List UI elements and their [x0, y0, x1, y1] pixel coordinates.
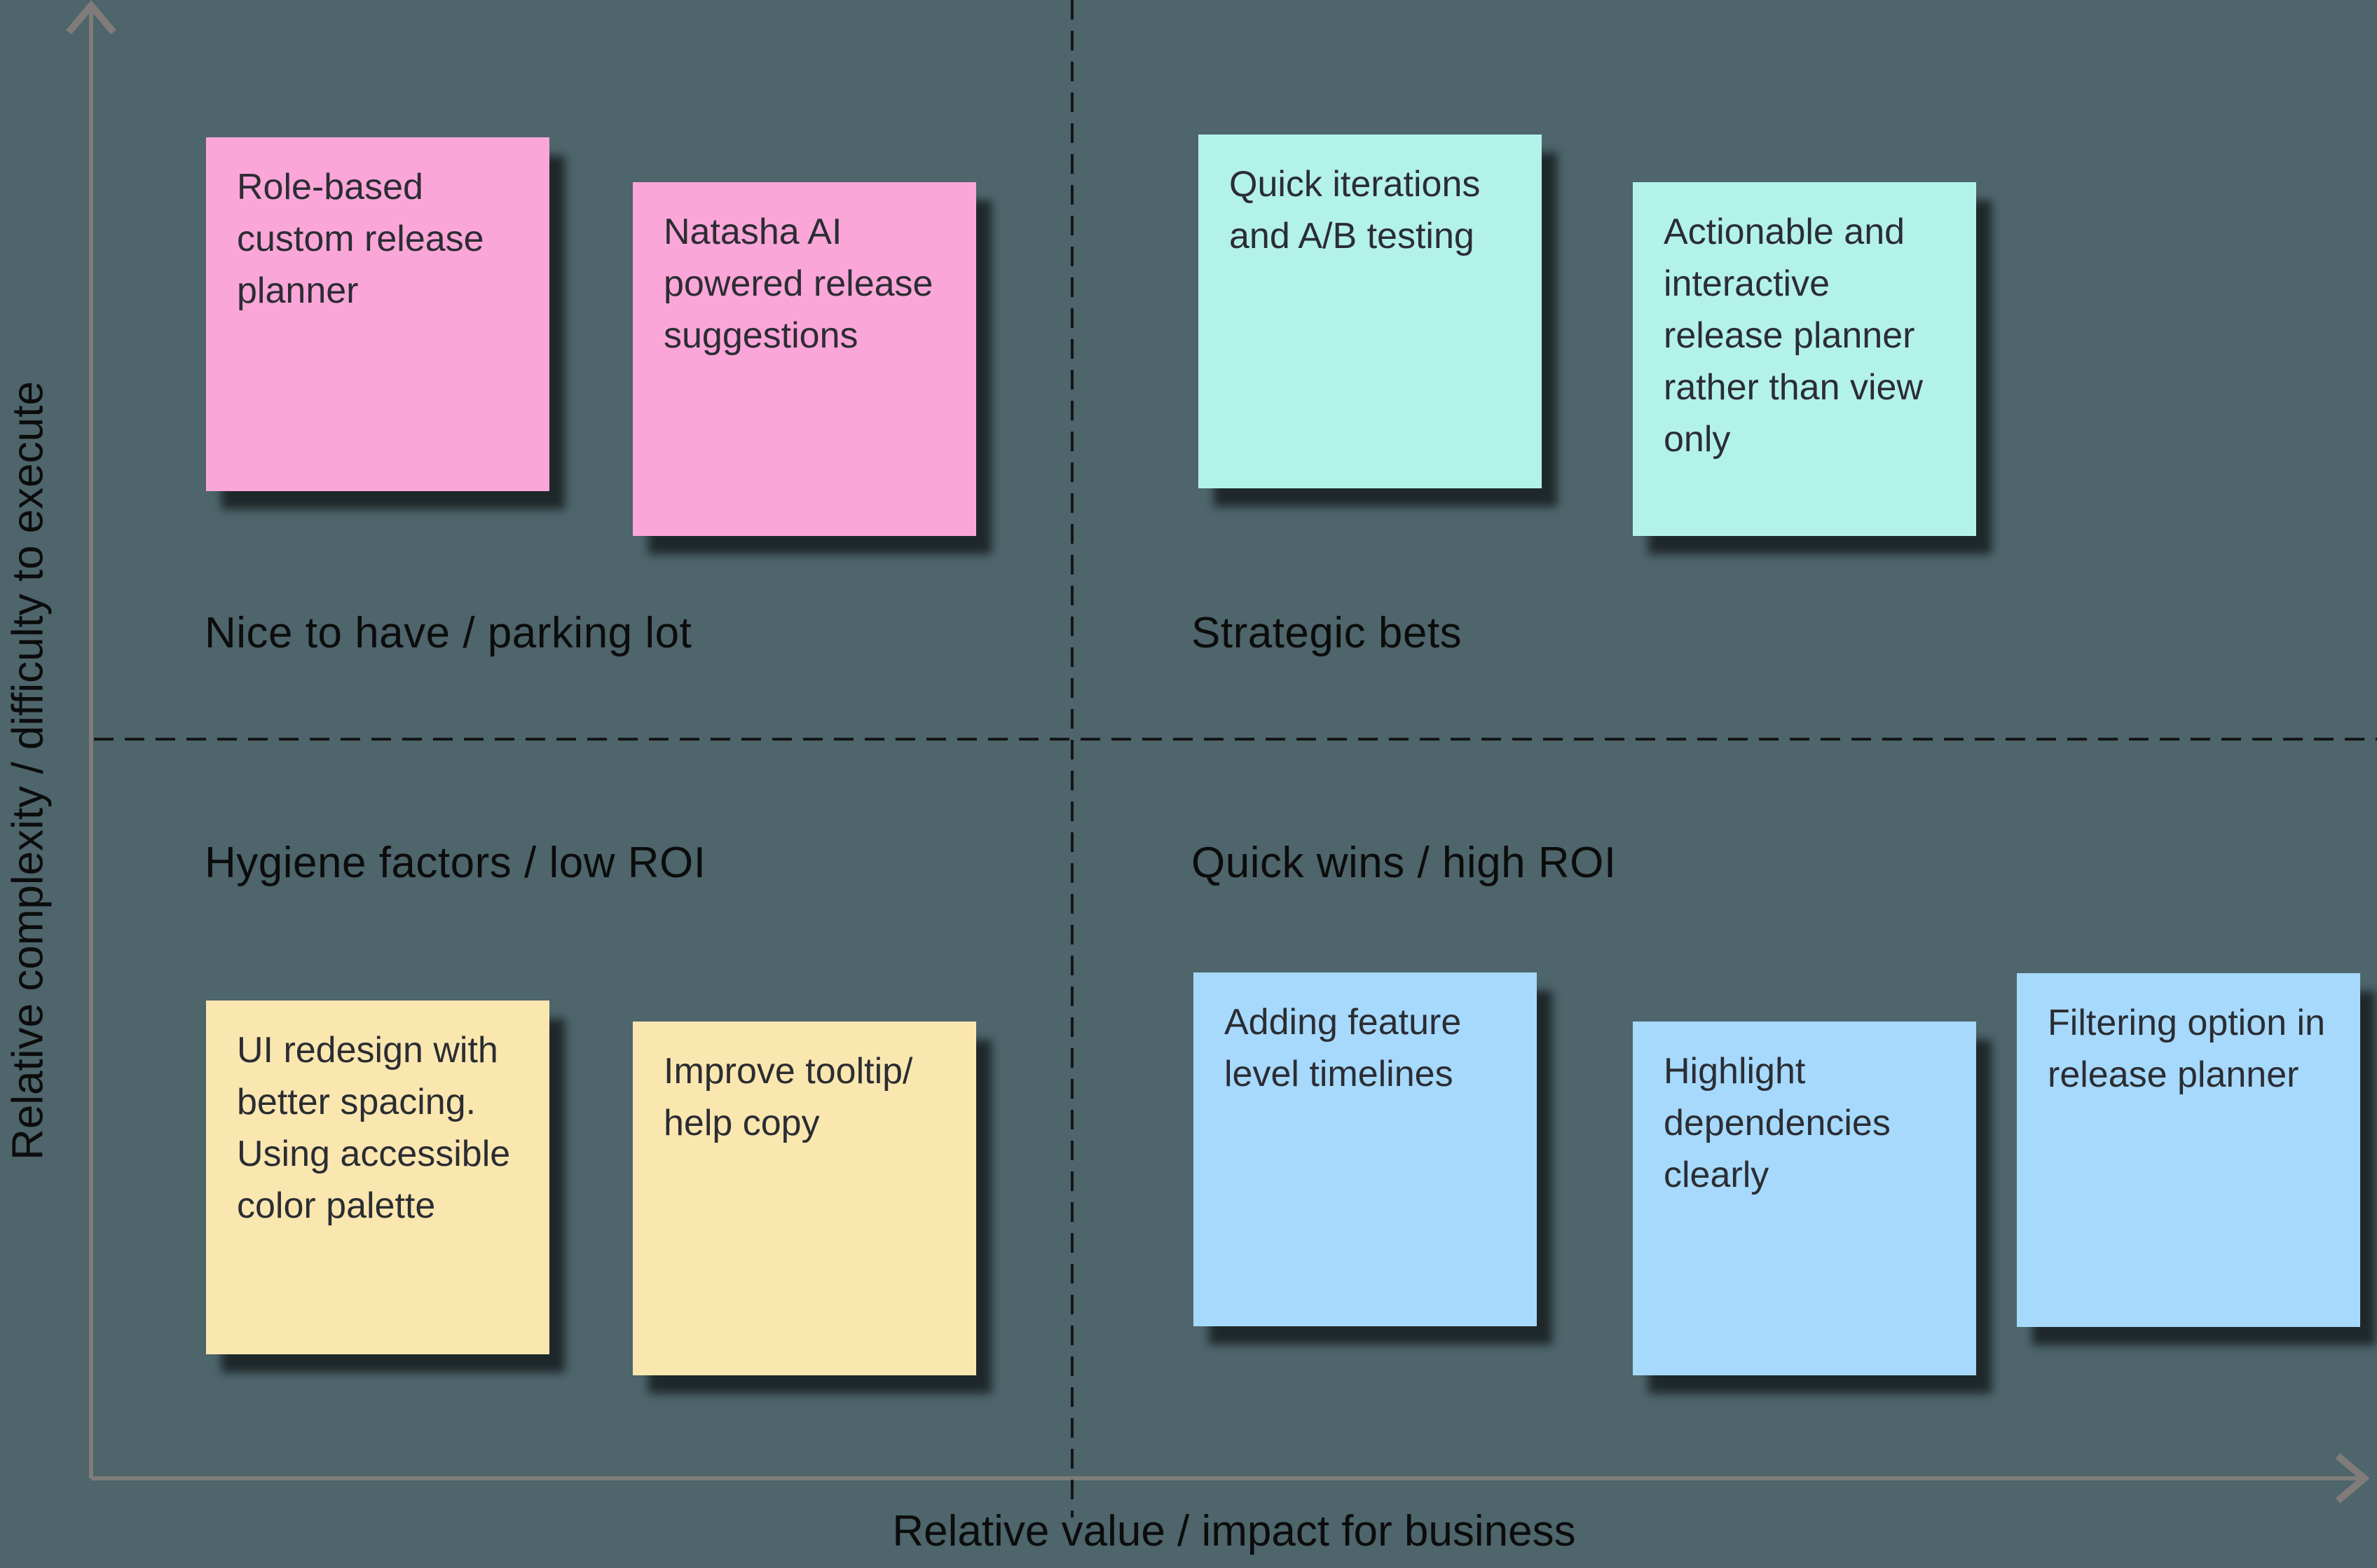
x-axis-label: Relative value / impact for business	[892, 1507, 1576, 1555]
sticky-note[interactable]: Role-based custom release planner	[206, 137, 549, 491]
y-axis-label: Relative complexity / difficulty to exec…	[4, 381, 53, 1160]
horizontal-dashed-divider	[94, 738, 2377, 741]
x-axis-arrow-icon	[2335, 1453, 2370, 1504]
sticky-note[interactable]: Actionable and interactive release plann…	[1633, 182, 1976, 536]
sticky-note[interactable]: Highlight dependencies clearly	[1633, 1022, 1976, 1375]
sticky-note[interactable]: Filtering option in release planner	[2017, 973, 2360, 1327]
vertical-dashed-divider	[1071, 0, 1074, 1518]
quadrant-label-hygiene-factors: Hygiene factors / low ROI	[205, 839, 706, 887]
quadrant-label-strategic-bets: Strategic bets	[1191, 609, 1462, 657]
y-axis-arrow-icon	[66, 0, 116, 35]
sticky-note[interactable]: UI redesign with better spacing. Using a…	[206, 1000, 549, 1354]
sticky-note[interactable]: Quick iterations and A/B testing	[1198, 135, 1542, 488]
quadrant-label-nice-to-have: Nice to have / parking lot	[205, 609, 692, 657]
quadrant-label-quick-wins: Quick wins / high ROI	[1191, 839, 1617, 887]
sticky-note[interactable]: Natasha AI powered release suggestions	[633, 182, 976, 536]
sticky-note[interactable]: Adding feature level timelines	[1193, 972, 1537, 1326]
sticky-note[interactable]: Improve tooltip/​help copy	[633, 1022, 976, 1375]
